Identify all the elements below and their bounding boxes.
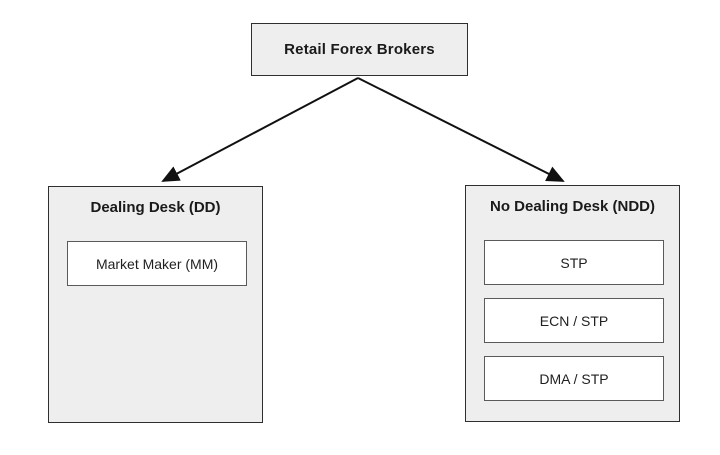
node-dma-stp-label: DMA / STP [539,370,609,387]
node-no-dealing-desk: No Dealing Desk (NDD) STP ECN / STP DMA … [465,185,680,422]
arrow-root-to-dealing-desk [161,77,359,182]
node-ecn-stp-label: ECN / STP [539,312,609,329]
node-stp: STP [484,240,664,285]
node-dma-stp: DMA / STP [484,356,664,401]
node-retail-forex-brokers: Retail Forex Brokers [251,23,468,76]
node-market-maker-label: Market Maker (MM) [95,255,219,272]
arrow-root-to-no-dealing-desk [357,77,565,182]
node-no-dealing-desk-title: No Dealing Desk (NDD) [489,198,656,215]
node-ecn-stp: ECN / STP [484,298,664,343]
node-dealing-desk: Dealing Desk (DD) Market Maker (MM) [48,186,263,423]
node-market-maker: Market Maker (MM) [67,241,247,286]
node-retail-forex-brokers-label: Retail Forex Brokers [284,41,435,58]
node-dealing-desk-title: Dealing Desk (DD) [90,199,221,216]
node-stp-label: STP [560,254,588,271]
